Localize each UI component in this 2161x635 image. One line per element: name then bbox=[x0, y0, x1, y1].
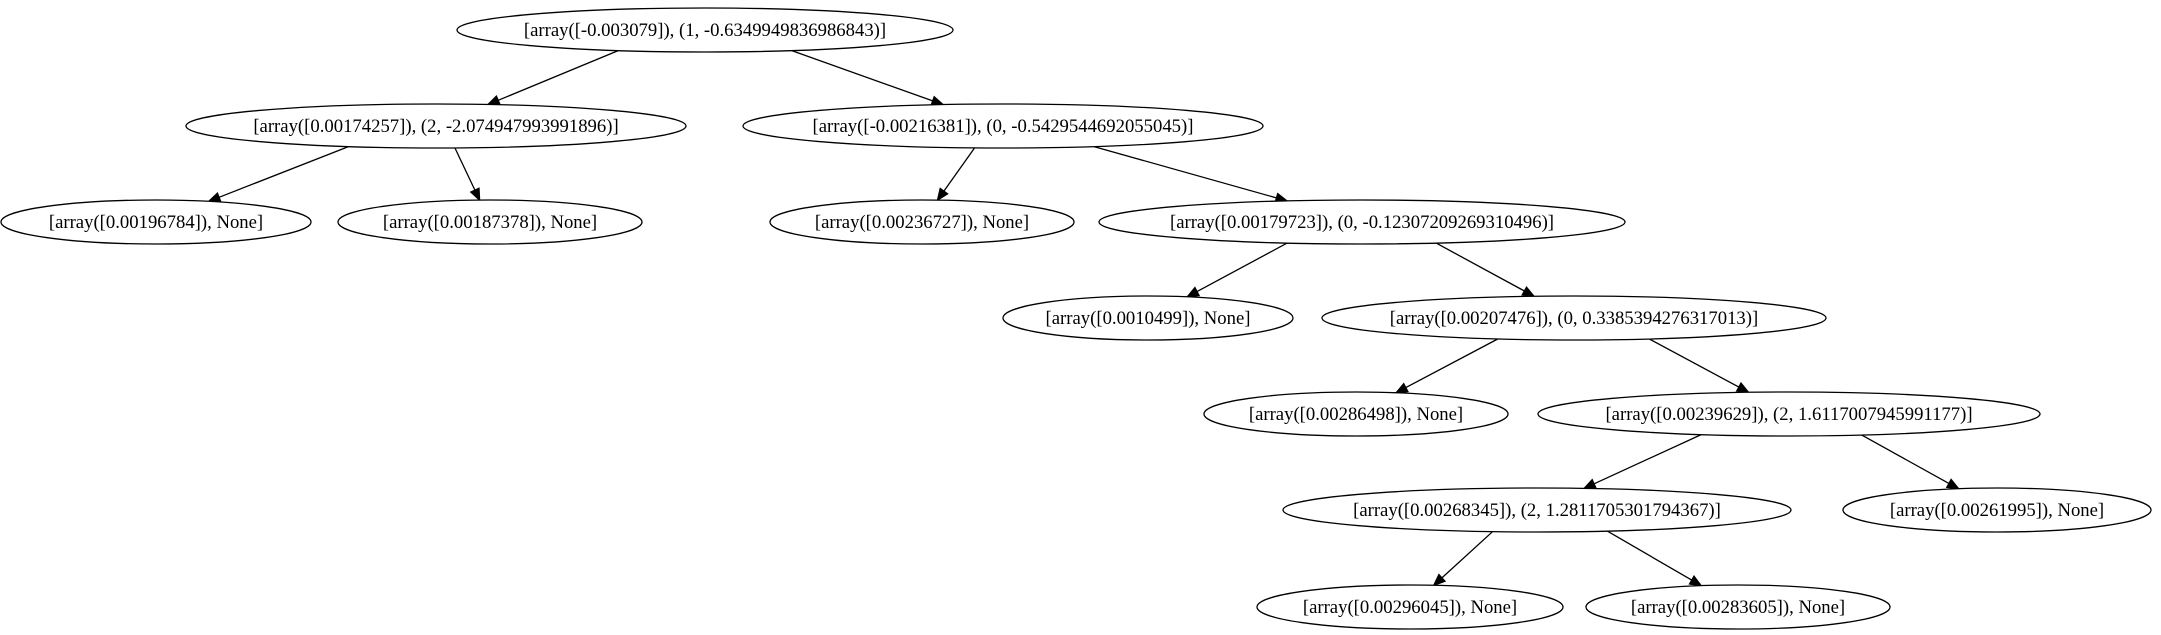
arrowhead-icon bbox=[936, 187, 949, 202]
arrowhead-icon bbox=[1185, 286, 1201, 298]
tree-edge bbox=[936, 147, 976, 202]
node-label: [array([0.00187378]), None] bbox=[383, 212, 597, 233]
node-label: [array([0.00239629]), (2, 1.611700794599… bbox=[1605, 404, 1972, 425]
tree-node: [array([0.00296045]), None] bbox=[1256, 584, 1564, 630]
node-label: [array([0.0010499]), None] bbox=[1046, 308, 1251, 329]
arrowhead-icon bbox=[1945, 478, 1961, 490]
arrowhead-icon bbox=[1582, 478, 1597, 490]
edge-line bbox=[1861, 434, 1950, 484]
node-label: [array([0.00296045]), None] bbox=[1303, 597, 1517, 618]
tree-edge bbox=[486, 49, 619, 106]
edge-line bbox=[218, 145, 349, 198]
node-label: [array([0.00179723]), (0, -0.12307209269… bbox=[1170, 212, 1554, 233]
node-ellipse bbox=[185, 103, 687, 149]
tree-edge bbox=[454, 147, 481, 202]
tree-node: [array([0.0010499]), None] bbox=[1002, 295, 1294, 341]
node-ellipse bbox=[1203, 391, 1509, 437]
edge-line bbox=[1196, 242, 1288, 293]
arrowhead-icon bbox=[207, 191, 222, 203]
node-ellipse bbox=[1842, 487, 2152, 533]
tree-edge bbox=[207, 145, 349, 203]
node-ellipse bbox=[456, 7, 954, 53]
node-label: [array([-0.003079]), (1, -0.634994983698… bbox=[524, 20, 886, 41]
tree-node: [array([-0.00216381]), (0, -0.5429544692… bbox=[742, 103, 1264, 149]
tree-edge bbox=[1435, 242, 1536, 298]
node-label: [array([0.00174257]), (2, -2.07494799399… bbox=[253, 116, 618, 137]
tree-edge bbox=[1606, 530, 1703, 587]
node-ellipse bbox=[1537, 391, 2041, 437]
node-label: [array([0.00236727]), None] bbox=[815, 212, 1029, 233]
tree-node: [array([0.00236727]), None] bbox=[769, 199, 1075, 245]
arrowhead-icon bbox=[1688, 575, 1703, 587]
edge-line bbox=[943, 147, 976, 192]
edge-line bbox=[1093, 145, 1277, 199]
edge-line bbox=[1405, 338, 1499, 389]
arrowhead-icon bbox=[1735, 381, 1750, 394]
arrowhead-icon bbox=[486, 94, 501, 106]
tree-edge bbox=[1582, 434, 1702, 490]
tree-edge bbox=[1648, 338, 1750, 394]
edge-line bbox=[497, 49, 619, 101]
edge-line bbox=[1593, 434, 1702, 485]
tree-node: [array([-0.003079]), (1, -0.634994983698… bbox=[456, 7, 954, 53]
node-ellipse bbox=[1098, 199, 1626, 245]
node-ellipse bbox=[769, 199, 1075, 245]
tree-edge bbox=[1185, 242, 1288, 298]
arrowhead-icon bbox=[469, 187, 481, 202]
tree-node: [array([0.00268345]), (2, 1.281170530179… bbox=[1282, 487, 1792, 533]
arrowhead-icon bbox=[930, 95, 945, 106]
tree-edge bbox=[1861, 434, 1961, 490]
tree-edge bbox=[1093, 145, 1289, 204]
tree-node: [array([0.00286498]), None] bbox=[1203, 391, 1509, 437]
arrowhead-icon bbox=[1521, 285, 1536, 298]
edges-layer bbox=[207, 49, 1961, 587]
edge-line bbox=[1606, 530, 1693, 581]
tree-edge bbox=[791, 49, 945, 106]
node-ellipse bbox=[1321, 295, 1827, 341]
tree-node: [array([0.00261995]), None] bbox=[1842, 487, 2152, 533]
node-label: [array([0.00283605]), None] bbox=[1631, 597, 1845, 618]
node-ellipse bbox=[337, 199, 643, 245]
tree-node: [array([0.00179723]), (0, -0.12307209269… bbox=[1098, 199, 1626, 245]
nodes-layer: [array([-0.003079]), (1, -0.634994983698… bbox=[0, 7, 2152, 630]
tree-edge bbox=[1394, 338, 1499, 394]
node-label: [array([0.00261995]), None] bbox=[1890, 500, 2104, 521]
node-ellipse bbox=[1282, 487, 1792, 533]
arrowhead-icon bbox=[1432, 573, 1447, 587]
arrowhead-icon bbox=[1394, 382, 1409, 394]
node-label: [array([0.00207476]), (0, 0.338539427631… bbox=[1390, 308, 1758, 329]
node-label: [array([0.00286498]), None] bbox=[1249, 404, 1463, 425]
node-ellipse bbox=[1002, 295, 1294, 341]
node-ellipse bbox=[1585, 584, 1891, 630]
node-label: [array([-0.00216381]), (0, -0.5429544692… bbox=[813, 116, 1194, 137]
tree-node: [array([0.00283605]), None] bbox=[1585, 584, 1891, 630]
tree-node: [array([0.00187378]), None] bbox=[337, 199, 643, 245]
node-label: [array([0.00196784]), None] bbox=[49, 212, 263, 233]
node-ellipse bbox=[0, 199, 312, 245]
tree-node: [array([0.00207476]), (0, 0.338539427631… bbox=[1321, 295, 1827, 341]
edge-line bbox=[1441, 531, 1493, 579]
node-label: [array([0.00268345]), (2, 1.281170530179… bbox=[1353, 500, 1721, 521]
edge-line bbox=[791, 49, 933, 102]
edge-line bbox=[1435, 242, 1525, 292]
node-ellipse bbox=[742, 103, 1264, 149]
node-ellipse bbox=[1256, 584, 1564, 630]
edge-line bbox=[1648, 338, 1740, 388]
tree-edge bbox=[1432, 531, 1493, 587]
tree-node: [array([0.00239629]), (2, 1.611700794599… bbox=[1537, 391, 2041, 437]
tree-node: [array([0.00174257]), (2, -2.07494799399… bbox=[185, 103, 687, 149]
tree-node: [array([0.00196784]), None] bbox=[0, 199, 312, 245]
edge-line bbox=[454, 147, 476, 191]
